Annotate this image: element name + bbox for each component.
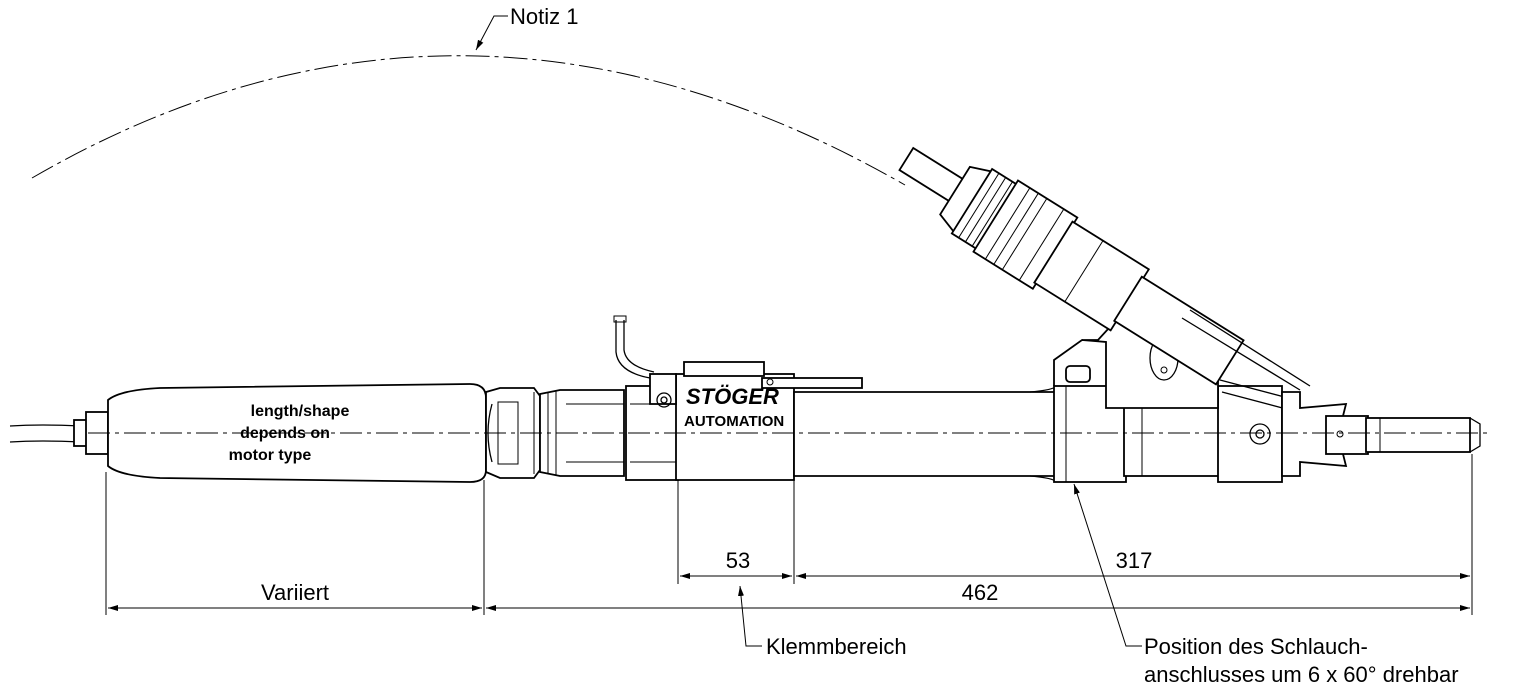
hose-connector — [898, 146, 1245, 386]
dim-front: 317 — [1116, 548, 1153, 573]
brand-logo: STÖGER — [686, 384, 779, 409]
dim-clamp: 53 — [726, 548, 750, 573]
gear-tube — [539, 389, 625, 477]
leader-clamping-area — [738, 585, 762, 647]
brand-subtitle: AUTOMATION — [684, 413, 784, 430]
leader-hose-position — [1073, 483, 1142, 647]
support-struts — [1181, 309, 1311, 411]
clamping-area-label: Klemmbereich — [766, 634, 907, 659]
extension-lines — [105, 454, 1473, 615]
note-1-label: Notiz 1 — [510, 4, 578, 29]
motor-label-line3: motor type — [229, 447, 312, 464]
hose-position-line1: Position des Schlauch- — [1144, 634, 1368, 659]
dim-varies: Variiert — [261, 580, 329, 605]
leader-note-1 — [475, 15, 508, 51]
output-drive — [1281, 391, 1481, 477]
main-tube — [793, 385, 1057, 483]
swing-radius-arc — [31, 55, 906, 186]
dim-overall: 462 — [962, 580, 999, 605]
clamp-plate — [683, 361, 863, 389]
hose-position-line2: anschlusses um 6 x 60° drehbar — [1144, 662, 1459, 687]
motor-label-line1: length/shape — [251, 403, 350, 420]
air-hose — [613, 315, 677, 408]
